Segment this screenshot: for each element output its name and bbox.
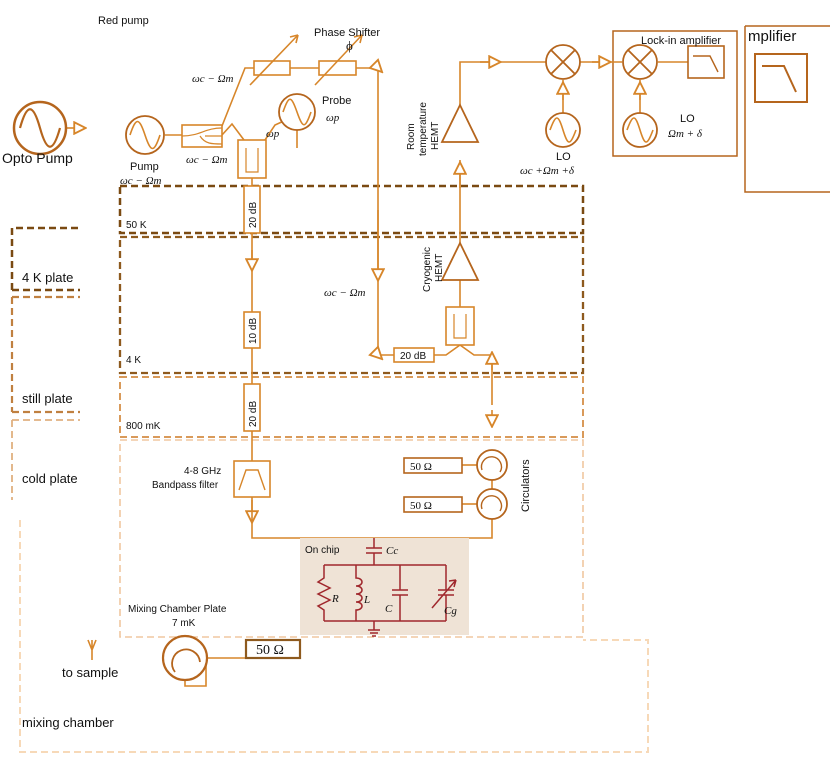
to-sample-label: to sample bbox=[62, 665, 118, 680]
splitter bbox=[181, 124, 223, 148]
attenuator-20db-b bbox=[243, 383, 261, 432]
attenuator-20db-a bbox=[243, 185, 261, 234]
mixing-chamber-border bbox=[19, 520, 649, 753]
plate-4k-label: 4 K plate bbox=[22, 270, 73, 285]
lo1-label: LO bbox=[556, 151, 571, 163]
l-label: L bbox=[363, 594, 370, 606]
lo2-label: LO bbox=[680, 113, 695, 125]
probe-omega-label: ωp bbox=[266, 128, 280, 140]
still-plate-label: still plate bbox=[22, 391, 73, 406]
probe-source bbox=[278, 93, 316, 131]
cc-label: Cc bbox=[386, 545, 398, 557]
lo2-freq-label: Ωm + δ bbox=[668, 128, 703, 140]
stage-50k-label: 50 K bbox=[126, 220, 147, 231]
stage-4k-label: 4 K bbox=[126, 355, 141, 366]
cold-plate-border bbox=[11, 419, 80, 500]
lockin-label: Lock-in amplifier bbox=[641, 35, 721, 47]
attenuator-10db bbox=[243, 311, 261, 349]
phase-shifter bbox=[249, 34, 363, 86]
circulator-bottom bbox=[476, 488, 508, 520]
opto-pump-label: Opto Pump bbox=[2, 150, 73, 166]
cryo-coupler bbox=[445, 306, 475, 346]
atten-20db-a-label: 20 dB bbox=[248, 202, 259, 228]
directional-coupler bbox=[237, 139, 267, 179]
mixer-1 bbox=[545, 44, 581, 80]
mc-plate-label-2: 7 mK bbox=[172, 618, 196, 629]
room-hemt-label-1: Room bbox=[406, 123, 417, 150]
atten-10db-label: 10 dB bbox=[248, 318, 259, 344]
split-top-freq-label: ωc − Ωm bbox=[192, 73, 234, 85]
lowpass-filter bbox=[687, 45, 725, 79]
cryogenic-hemt bbox=[440, 240, 480, 281]
room-hemt-label-2: temperature bbox=[418, 102, 429, 156]
opto-pump-source bbox=[12, 100, 68, 156]
lo1-freq-label: ωc +Ωm +δ bbox=[520, 165, 575, 177]
bandpass-label-1: 4-8 GHz bbox=[184, 466, 221, 477]
red-pump-label: Red pump bbox=[98, 15, 149, 27]
circulators-label: Circulators bbox=[520, 459, 532, 512]
still-plate-border bbox=[10, 295, 80, 414]
pump-source bbox=[125, 115, 165, 155]
mc-plate-label-1: Mixing Chamber Plate bbox=[128, 604, 227, 615]
cryo-hemt-label-2: HEMT bbox=[434, 254, 445, 282]
load-50-ohm-big bbox=[244, 638, 302, 660]
on-chip-circuit bbox=[300, 538, 469, 637]
load-50-ohm-a bbox=[403, 457, 463, 474]
lo-source-1 bbox=[545, 112, 581, 148]
mixing-chamber-label: mixing chamber bbox=[22, 715, 114, 730]
amplifier-label: mplifier bbox=[748, 28, 796, 45]
pump-freq-label: ωc − Ωm bbox=[120, 175, 162, 187]
lo-source-2 bbox=[622, 112, 658, 148]
atten-20db-c-label: 20 dB bbox=[400, 351, 426, 362]
atten-20db-b-label: 20 dB bbox=[248, 401, 259, 427]
cg-label: Cg bbox=[444, 605, 457, 617]
room-temperature-hemt bbox=[440, 102, 480, 143]
circulator-top bbox=[476, 449, 508, 481]
stage-4k-box bbox=[118, 235, 585, 375]
stage-800mk-label: 800 mK bbox=[126, 421, 161, 432]
load-50-ohm-b bbox=[403, 496, 463, 513]
stage-50k-box bbox=[118, 184, 585, 235]
split-bottom-freq-label: ωc − Ωm bbox=[186, 154, 228, 166]
line-freq-label: ωc − Ωm bbox=[324, 287, 366, 299]
probe-freq-label: ωp bbox=[326, 112, 340, 124]
c-label: C bbox=[385, 603, 393, 615]
labels: Red pump Phase Shifter ϕ Opto Pump mplif… bbox=[2, 15, 796, 730]
load-b-label: 50 Ω bbox=[410, 500, 432, 512]
cryo-hemt-label-1: Cryogenic bbox=[422, 247, 433, 292]
bandpass-filter bbox=[233, 460, 271, 498]
circulator-sample bbox=[161, 634, 209, 682]
load-a-label: 50 Ω bbox=[410, 461, 432, 473]
attenuator-20db-c bbox=[393, 347, 435, 363]
on-chip-label: On chip bbox=[305, 545, 340, 556]
phase-shifter-label: Phase Shifter bbox=[314, 27, 380, 39]
pump-label: Pump bbox=[130, 161, 159, 173]
cold-plate-label: cold plate bbox=[22, 471, 78, 486]
room-hemt-label-3: HEMT bbox=[430, 122, 441, 150]
stage-mc-box bbox=[119, 439, 584, 638]
stage-800mk-box bbox=[119, 376, 584, 438]
phi-label: ϕ bbox=[346, 38, 353, 53]
r-label: R bbox=[331, 593, 339, 605]
bandpass-label-2: Bandpass filter bbox=[152, 480, 219, 491]
mixer-2 bbox=[622, 44, 658, 80]
load-big-label: 50 Ω bbox=[256, 643, 284, 658]
stage-boxes bbox=[10, 184, 649, 753]
right-amplifier-frame bbox=[744, 25, 830, 193]
probe-label: Probe bbox=[322, 95, 351, 107]
plate-4k-border bbox=[10, 226, 80, 292]
